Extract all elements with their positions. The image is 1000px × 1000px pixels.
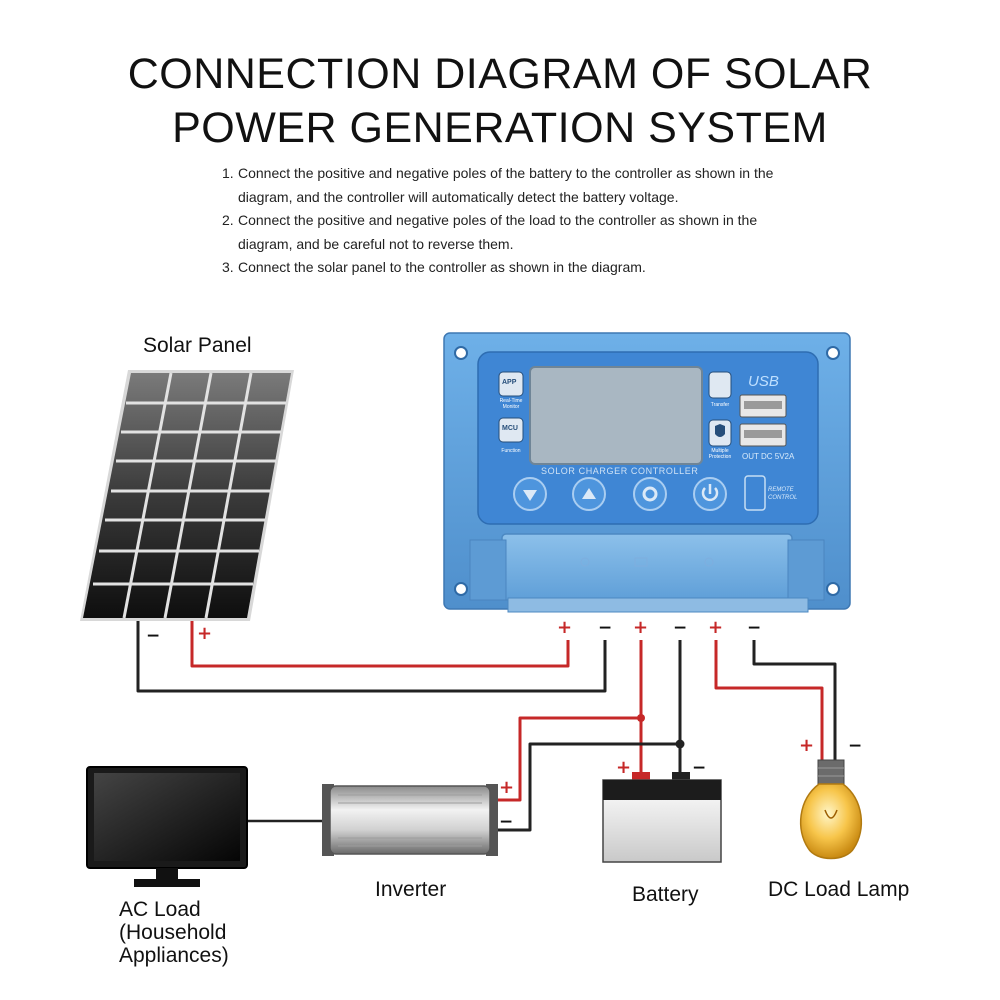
function-label: Function [501, 448, 521, 454]
junction-dot [675, 739, 685, 749]
controller-name: SOLOR CHARGER CONTROLLER [541, 466, 699, 476]
inverter-minus-sign: − [499, 812, 514, 832]
transfer-label: Transfer [710, 402, 730, 408]
ac-load-label-line-3: Appliances) [119, 944, 229, 967]
lamp-plus-sign: + [799, 735, 815, 756]
instruction-list: 1.Connect the positive and negative pole… [222, 162, 812, 280]
inverter-plus-sign: + [499, 777, 515, 798]
mount-hole [454, 346, 468, 360]
app-label: APP [502, 379, 517, 386]
mount-hole [826, 582, 840, 596]
controller-load-minus-sign: − [747, 618, 762, 638]
mount-hole [454, 582, 468, 596]
solar-panel-grid [93, 372, 286, 619]
inverter-fins [338, 794, 482, 847]
instruction-item: 2.Connect the positive and negative pole… [222, 209, 812, 256]
controller-bat-plus-sign: + [633, 617, 649, 638]
lamp-minus-sign: − [848, 736, 863, 756]
solar-panel [80, 370, 294, 621]
junction-dot [637, 714, 645, 722]
instruction-item: 3.Connect the solar panel to the control… [222, 256, 812, 280]
inverter-label: Inverter [375, 878, 447, 901]
battery-minus-sign: − [692, 758, 707, 778]
monitor-screen [94, 773, 240, 861]
gear-icon [642, 486, 658, 502]
dc-load-lamp-label: DC Load Lamp [768, 878, 910, 901]
phone-icon [744, 475, 766, 511]
inverter [322, 784, 498, 856]
solar-positive-wire [190, 621, 570, 668]
solar-plus-sign: + [197, 623, 213, 644]
usb-output-label: OUT DC 5V2A [742, 452, 795, 461]
mcu-icon [498, 417, 524, 443]
transfer-icon [708, 371, 732, 399]
usb-label: USB [748, 373, 779, 390]
controller-load-plus-sign: + [708, 617, 724, 638]
ac-load-label-line-1: AC Load [119, 898, 201, 921]
instruction-number: 1. [222, 165, 234, 181]
terminal-block [501, 533, 793, 601]
controller-pv-plus-sign: + [557, 617, 573, 638]
dc-load-lamp [799, 759, 863, 860]
bulb-icon [799, 783, 863, 860]
solar-minus-sign: − [146, 626, 161, 646]
instruction-item: 1.Connect the positive and negative pole… [222, 162, 812, 209]
inverter-negative-wire [498, 742, 680, 832]
title-line-1: CONNECTION DIAGRAM OF SOLAR [127, 50, 873, 98]
instruction-text: Connect the positive and negative poles … [238, 165, 774, 205]
wires [136, 621, 837, 832]
title-line-2: POWER GENERATION SYSTEM [172, 104, 828, 152]
controller-pv-minus-sign: − [598, 618, 613, 638]
solar-negative-wire [136, 621, 607, 693]
realtime-label: Real-Time Monitor [499, 398, 523, 410]
settings-button[interactable] [633, 477, 667, 511]
battery [602, 772, 722, 863]
mcu-label: MCU [502, 425, 518, 432]
ac-load-label-line-2: (Household [119, 921, 227, 944]
instruction-text: Connect the solar panel to the controlle… [238, 259, 646, 275]
instruction-number: 3. [222, 259, 234, 275]
instruction-text: Connect the positive and negative poles … [238, 212, 758, 252]
battery-label: Battery [632, 883, 699, 906]
app-icon [498, 371, 524, 397]
controller-bat-minus-sign: − [673, 618, 688, 638]
power-icon [701, 487, 719, 502]
lcd-screen [529, 366, 703, 465]
battery-negative-terminal [672, 772, 690, 782]
lamp-socket [817, 759, 845, 785]
battery-plus-sign: + [616, 757, 632, 778]
protection-label: Multiple Protection [708, 448, 732, 460]
instruction-number: 2. [222, 212, 234, 228]
ac-load-monitor [86, 766, 248, 887]
mount-hole [826, 346, 840, 360]
lamp-positive-wire [714, 640, 824, 762]
lamp-negative-wire [752, 640, 837, 762]
solar-charge-controller [443, 332, 851, 613]
remote-control-label: REMOTE CONTROL [768, 487, 798, 501]
inverter-positive-wire [498, 716, 641, 802]
solar-panel-label: Solar Panel [143, 334, 252, 357]
terminal-markings [580, 557, 714, 567]
battery-positive-terminal [632, 772, 650, 782]
